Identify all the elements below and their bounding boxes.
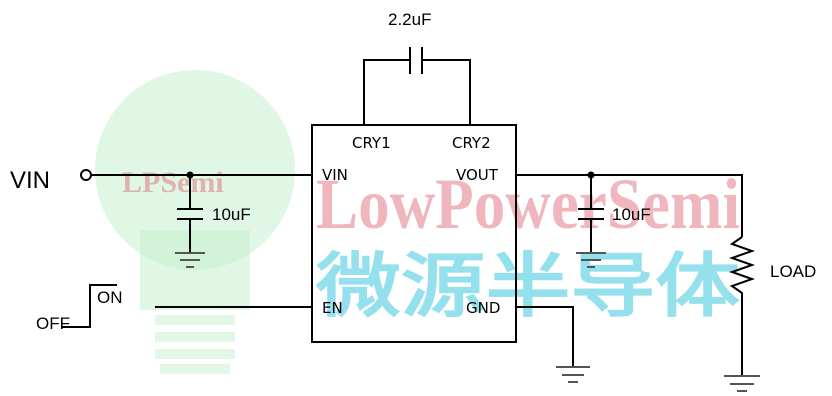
load-label: LOAD [770,262,816,281]
regulator-chip [311,124,517,343]
pin-cry1: CRY1 [352,134,391,152]
switch-on-label: ON [97,288,123,307]
pin-gnd: GND [466,299,500,317]
flying-capacitor [363,47,471,125]
watermark-small: LPSemi [122,166,224,199]
input-capacitor [177,175,203,253]
load-ground-icon [724,375,760,392]
pin-vin: VIN [322,166,348,184]
output-ground-icon [576,252,606,268]
pin-vout: VOUT [456,166,499,184]
flying-cap-label: 2.2uF [388,10,431,29]
gnd-wire [516,306,574,367]
output-cap-label: 10uF [612,205,651,224]
pin-en: EN [322,299,343,317]
input-cap-label: 10uF [212,205,251,224]
watermark-bulb [95,70,295,374]
input-terminal [80,169,92,181]
input-ground-icon [175,252,205,268]
switch-off-label: OFF [36,314,70,333]
output-capacitor [578,175,604,253]
watermark-large: LowPowerSemi [316,164,740,244]
enable-step-icon [62,284,117,328]
watermark-cjk: 微源半导体 [315,245,740,327]
chip-ground-icon [556,366,590,383]
input-label: VIN [10,167,50,194]
load-resistor [728,236,756,375]
pin-cry2: CRY2 [452,134,491,152]
